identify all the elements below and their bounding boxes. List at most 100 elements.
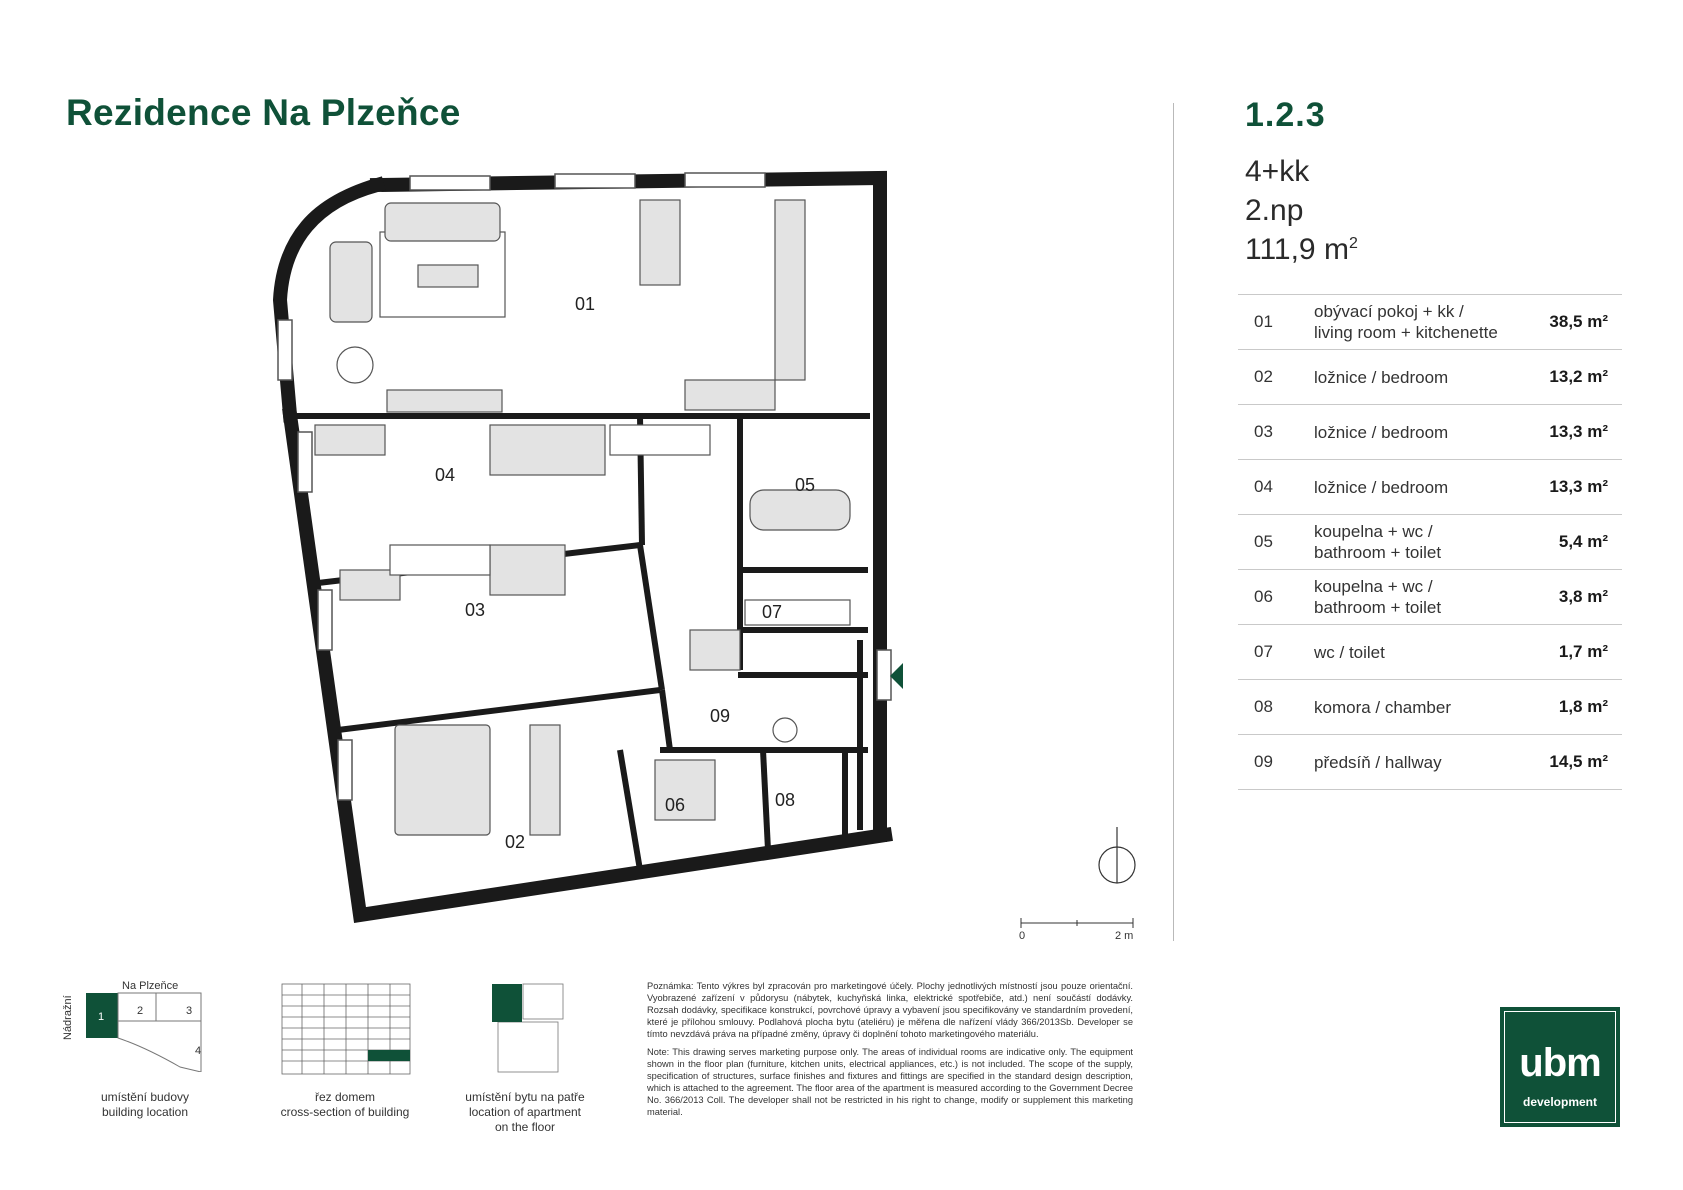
room-number: 06 (1254, 587, 1273, 606)
room-name: koupelna + wc / bathroom + toilet (1314, 576, 1498, 618)
block-2: 2 (137, 1005, 144, 1017)
outer-walls (272, 170, 893, 923)
section-caption-en: cross-section of building (280, 1105, 410, 1119)
table-row: 06 koupelna + wc / bathroom + toilet 3,8 m² (1238, 570, 1622, 625)
table-row: 01 obývací pokoj + kk / living room + kitc… (1238, 295, 1622, 350)
location-map (86, 992, 202, 1072)
room-area: 13,3 m² (1549, 477, 1608, 496)
room-number: 07 (1254, 642, 1273, 661)
logo-subtitle: development (1522, 1095, 1597, 1109)
table-row: 04 ložnice / bedroom 13,3 m² (1238, 460, 1622, 515)
floor-plan: 01 02 03 04 05 06 07 08 09 (272, 170, 903, 923)
room-name: ložnice / bedroom (1314, 367, 1498, 388)
table-row: 03 ložnice / bedroom 13,3 m² (1238, 405, 1622, 460)
room-area: 38,5 m² (1549, 312, 1608, 331)
disclaimer-note: Poznámka: Tento výkres byl zpracován pro… (647, 980, 1133, 1124)
room-label-08: 08 (775, 790, 795, 810)
room-name: ložnice / bedroom (1314, 477, 1498, 498)
project-title: Rezidence Na Plzeňce (66, 92, 461, 133)
room-label-03: 03 (465, 600, 485, 620)
section-caption: řez domem cross-section of building (270, 1090, 420, 1120)
room-area: 13,3 m² (1549, 422, 1608, 441)
table-row: 05 koupelna + wc / bathroom + toilet 5,4 m² (1238, 515, 1622, 570)
room-area: 3,8 m² (1558, 587, 1608, 606)
logo-frame (1504, 1011, 1616, 1123)
note-en: Note: This drawing serves marketing purp… (647, 1047, 1133, 1117)
room-number: 05 (1254, 532, 1273, 551)
room-name: komora / chamber (1314, 697, 1498, 718)
street-label-side: Nádražní (62, 995, 74, 1040)
room-number: 04 (1254, 477, 1273, 496)
room-name-en: bathroom + toilet (1314, 543, 1442, 562)
table-row: 09 předsíň / hallway 14,5 m² (1238, 735, 1622, 790)
room-area: 5,4 m² (1558, 532, 1608, 551)
room-name-en: bathroom + toilet (1314, 598, 1442, 617)
north-arrow-icon (1098, 827, 1136, 884)
room-name: obývací pokoj + kk / living room + kitche… (1314, 301, 1498, 343)
street-label-top: Na Plzeňce (122, 980, 179, 992)
apartment-floor: 2.np (1245, 194, 1304, 227)
ubm-logo: ubm development (1500, 1007, 1620, 1127)
table-row: 02 ložnice / bedroom 13,2 m² (1238, 350, 1622, 405)
room-name-en: living room + kitchenette (1314, 323, 1498, 342)
table-row: 08 komora / chamber 1,8 m² (1238, 680, 1622, 735)
building-section (281, 983, 411, 1075)
logo-wordmark: ubm (1519, 1041, 1601, 1085)
room-label-02: 02 (505, 832, 525, 852)
room-name: předsíň / hallway (1314, 752, 1498, 773)
block-1: 1 (98, 1011, 105, 1023)
room-label-05: 05 (795, 475, 815, 495)
floor-location-caption-en: location of apartment (468, 1105, 582, 1119)
block-4: 4 (195, 1045, 202, 1057)
room-label-07: 07 (762, 602, 782, 622)
room-name-cz: ložnice / bedroom (1314, 422, 1449, 442)
room-label-06: 06 (665, 795, 685, 815)
room-number: 02 (1254, 367, 1273, 386)
room-number: 01 (1254, 312, 1273, 331)
room-name-cz: koupelna + wc / (1314, 522, 1433, 541)
room-name-cz: wc / toilet (1314, 642, 1385, 662)
room-area: 1,8 m² (1558, 697, 1608, 716)
apartment-code: 1.2.3 (1245, 96, 1326, 134)
apartment-area-value: 111,9 m (1245, 233, 1349, 266)
apartment-area: 111,9 m2 (1245, 233, 1358, 267)
room-label-09: 09 (710, 706, 730, 726)
room-area: 1,7 m² (1558, 642, 1608, 661)
room-name-cz: ložnice / bedroom (1314, 477, 1449, 497)
note-cz: Poznámka: Tento výkres byl zpracován pro… (647, 981, 1133, 1039)
location-caption: umístění budovy building location (70, 1090, 220, 1120)
room-area: 14,5 m² (1549, 752, 1608, 771)
room-number: 08 (1254, 697, 1273, 716)
windows (277, 172, 892, 801)
room-number: 09 (1254, 752, 1273, 771)
floor-location-caption-en2: on the floor (494, 1120, 556, 1134)
vertical-divider (1173, 103, 1174, 941)
room-name-cz: ložnice / bedroom (1314, 367, 1449, 387)
room-name: wc / toilet (1314, 642, 1498, 663)
room-label-01: 01 (575, 294, 595, 314)
room-name: koupelna + wc / bathroom + toilet (1314, 521, 1498, 563)
room-label-04: 04 (435, 465, 455, 485)
location-caption-en: building location (101, 1105, 189, 1119)
section-caption-cz: řez domem (314, 1090, 376, 1104)
furniture (314, 199, 851, 836)
scale-start: 0 (1019, 930, 1026, 942)
scale-end: 2 m (1115, 930, 1134, 942)
entrance-arrow-icon (890, 663, 903, 689)
floor-location-caption-cz: umístění bytu na patře (465, 1090, 585, 1104)
room-number: 03 (1254, 422, 1273, 441)
scale-bar (1020, 918, 1134, 928)
apartment-layout: 4+kk (1245, 155, 1310, 188)
apartment-area-unit-sup: 2 (1348, 235, 1358, 252)
location-caption-cz: umístění budovy (100, 1090, 190, 1104)
floor-location-map (492, 983, 564, 1073)
room-name: ložnice / bedroom (1314, 422, 1498, 443)
room-name-cz: předsíň / hallway (1314, 752, 1442, 772)
room-name-cz: komora / chamber (1314, 697, 1451, 717)
room-name-cz: obývací pokoj + kk / (1314, 302, 1464, 321)
floor-location-caption: umístění bytu na patře location of apart… (450, 1090, 600, 1135)
room-name-cz: koupelna + wc / (1314, 577, 1433, 596)
table-row: 07 wc / toilet 1,7 m² (1238, 625, 1622, 680)
block-3: 3 (186, 1005, 193, 1017)
room-area: 13,2 m² (1549, 367, 1608, 386)
